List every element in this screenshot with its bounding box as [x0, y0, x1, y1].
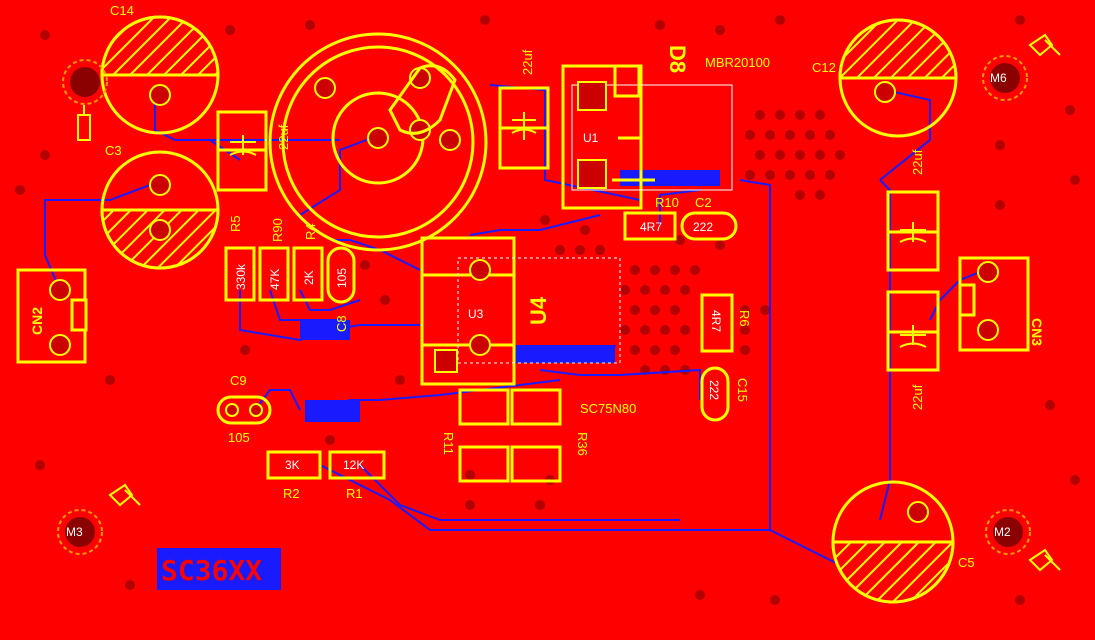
label-c12: C12 [812, 60, 836, 75]
resistor-r11: R11 [441, 388, 510, 483]
label-r10: R10 [655, 195, 679, 210]
label-r90: R90 [270, 218, 285, 242]
capacitor-c5: C5 [831, 480, 975, 604]
svg-text:22uf: 22uf [910, 384, 925, 410]
svg-text:22uf: 22uf [910, 149, 925, 175]
connector-cn2: CN2 [16, 268, 88, 364]
resistor-r1: 12K R1 [328, 450, 386, 501]
svg-text:222: 222 [707, 380, 721, 400]
svg-text:222: 222 [693, 220, 713, 234]
label-cn3: CN3 [1029, 318, 1045, 346]
svg-text:105: 105 [335, 268, 349, 288]
svg-text:2K: 2K [302, 270, 316, 285]
label-c9-value: 105 [228, 430, 250, 445]
resistor-r10: 4R7 R10 [623, 195, 679, 241]
label-c8: C8 [334, 315, 349, 332]
svg-text:4R7: 4R7 [709, 310, 723, 332]
svg-text:4R7: 4R7 [640, 220, 662, 234]
capacitor-c12: C12 [812, 18, 958, 138]
mount-hole-m4 [62, 59, 108, 105]
label-c14: C14 [110, 3, 134, 18]
svg-text:12K: 12K [343, 458, 364, 472]
label-c2: C2 [695, 195, 712, 210]
svg-text:R36: R36 [575, 432, 590, 456]
cap-22uf-left: 22uf [216, 110, 291, 192]
capacitor-c3: C3 [100, 143, 220, 270]
diode-d8: D8 MBR20100 U1 [561, 45, 770, 210]
svg-text:47K: 47K [268, 269, 282, 290]
label-r2: R2 [283, 486, 300, 501]
label-m6: M6 [990, 71, 1007, 85]
resistor-r90: 47K R90 [258, 218, 290, 302]
resistor-r4: 2K R4 [292, 223, 324, 302]
label-u1: U1 [583, 131, 599, 145]
mount-hole-m3: M3 [57, 509, 103, 555]
capacitor-c14: C14 [100, 3, 220, 135]
svg-text:3K: 3K [285, 458, 300, 472]
capacitor-c15: 222 C15 [700, 366, 750, 422]
svg-text:330k: 330k [234, 263, 248, 290]
label-cn2: CN2 [29, 307, 45, 335]
label-r6: R6 [737, 310, 752, 327]
label-c5: C5 [958, 555, 975, 570]
resistor-r5: 330k R5 [224, 215, 256, 302]
transformer [268, 32, 488, 252]
board-name-badge: SC36XX [157, 548, 281, 590]
resistor-r6: 4R7 R6 [700, 293, 752, 353]
label-c15: C15 [735, 378, 750, 402]
svg-text:22uf: 22uf [276, 124, 291, 150]
label-m3: M3 [66, 525, 83, 539]
via-grid-right [745, 110, 845, 200]
label-r1: R1 [346, 486, 363, 501]
label-r4: R4 [303, 223, 318, 240]
label-d8: D8 [665, 45, 690, 73]
label-c3: C3 [105, 143, 122, 158]
board-name: SC36XX [161, 554, 262, 587]
label-m2: M2 [994, 525, 1011, 539]
label-u3: U3 [468, 307, 484, 321]
ic-u3: U3 U4 [420, 236, 621, 386]
cap-22uf-top: 22uf [498, 49, 550, 170]
mount-hole-m2: M2 [985, 509, 1031, 555]
svg-text:R11: R11 [441, 432, 456, 455]
label-u4: U4 [526, 296, 551, 325]
cap-22uf-right: 22uf [886, 149, 940, 272]
capacitor-c8: 105 C8 [326, 246, 356, 332]
cap-22uf-right-bottom: 22uf [886, 290, 940, 410]
resistor-r36: R36 [510, 388, 590, 483]
capacitor-c9: C9 105 [216, 373, 272, 445]
label-sc75n80: SC75N80 [580, 401, 636, 416]
svg-text:22uf: 22uf [520, 49, 535, 75]
resistor-r2: 3K R2 [266, 450, 322, 501]
label-r5: R5 [228, 215, 243, 232]
connector-cn3: CN3 [958, 256, 1045, 352]
traces [44, 84, 986, 567]
screw-icon [77, 33, 1061, 572]
label-c9: C9 [230, 373, 247, 388]
via-grid-center [555, 245, 770, 375]
mount-hole-m6: M6 [982, 55, 1028, 101]
capacitor-c2: 222 C2 [680, 195, 738, 241]
label-mbr20100: MBR20100 [705, 55, 770, 70]
